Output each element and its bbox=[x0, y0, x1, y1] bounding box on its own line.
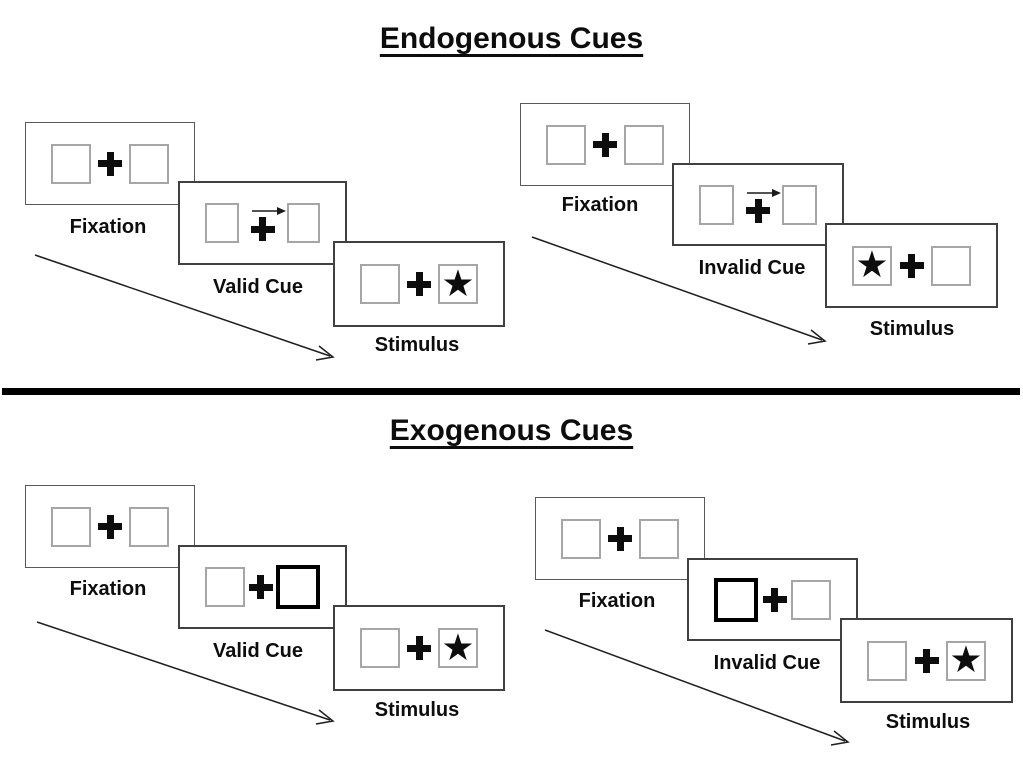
sequence-order-arrow bbox=[36, 621, 335, 725]
step-label-stimulus: Stimulus bbox=[374, 334, 460, 356]
step-label-fixation: Fixation bbox=[578, 590, 656, 612]
placeholder-square-left bbox=[51, 506, 91, 547]
endo-valid-stimulus-panel: ★ bbox=[333, 241, 505, 327]
placeholder-square-left bbox=[205, 203, 239, 243]
exo-valid-stimulus-panel: ★ bbox=[333, 605, 505, 691]
placeholder-square-right bbox=[639, 518, 679, 559]
sequence-order-arrow bbox=[544, 629, 850, 746]
sequence-order-arrow bbox=[531, 236, 827, 345]
endogenous-section-title: Endogenous Cues bbox=[379, 22, 644, 55]
fixation-cross-icon bbox=[248, 575, 273, 599]
fixation-cross-icon bbox=[98, 151, 122, 176]
central-cue-group bbox=[239, 205, 287, 241]
placeholder-square-left bbox=[205, 567, 245, 607]
placeholder-square-left bbox=[561, 518, 601, 559]
central-cue-group bbox=[734, 187, 782, 223]
exo-valid-cue-panel bbox=[178, 545, 347, 629]
step-label-invalid-cue: Invalid Cue bbox=[698, 257, 806, 279]
endo-valid-cue-panel bbox=[178, 181, 347, 265]
target-square-right: ★ bbox=[438, 628, 478, 668]
star-stimulus-icon: ★ bbox=[441, 625, 475, 669]
step-label-valid-cue: Valid Cue bbox=[212, 276, 304, 298]
fixation-cross-icon bbox=[762, 587, 787, 612]
fixation-cross-icon bbox=[98, 514, 122, 539]
star-stimulus-icon: ★ bbox=[949, 638, 983, 681]
cue-arrow-right-icon bbox=[747, 188, 781, 197]
fixation-cross-icon bbox=[407, 636, 431, 660]
placeholder-square-right bbox=[791, 579, 831, 620]
exo-invalid-fixation-panel bbox=[535, 497, 705, 580]
placeholder-square-left bbox=[51, 143, 91, 184]
exo-valid-fixation-panel bbox=[25, 485, 195, 568]
fixation-cross-icon bbox=[407, 272, 431, 296]
step-label-stimulus: Stimulus bbox=[885, 711, 971, 733]
endo-invalid-stimulus-panel: ★ bbox=[825, 223, 998, 308]
placeholder-square-left bbox=[360, 628, 400, 668]
target-square-right: ★ bbox=[438, 264, 478, 304]
fixation-cross-icon bbox=[608, 526, 632, 551]
placeholder-square-left bbox=[867, 640, 907, 681]
placeholder-square-left bbox=[546, 124, 586, 165]
step-label-fixation: Fixation bbox=[69, 578, 147, 600]
step-label-stimulus: Stimulus bbox=[374, 699, 460, 721]
cue-arrow-right-icon bbox=[251, 207, 286, 215]
fixation-cross-icon bbox=[914, 648, 939, 673]
exo-invalid-stimulus-panel: ★ bbox=[840, 618, 1013, 703]
placeholder-square-left bbox=[360, 264, 400, 304]
fixation-cross-icon bbox=[593, 132, 617, 157]
fixation-cross-icon bbox=[250, 217, 275, 241]
placeholder-square-left bbox=[699, 184, 734, 225]
step-label-stimulus: Stimulus bbox=[869, 318, 955, 340]
target-square-right: ★ bbox=[946, 638, 986, 681]
endo-valid-fixation-panel bbox=[25, 122, 195, 205]
placeholder-square-right bbox=[931, 245, 971, 286]
star-stimulus-icon: ★ bbox=[855, 243, 889, 286]
highlighted-cue-square-left bbox=[714, 577, 758, 622]
fixation-cross-icon bbox=[899, 253, 924, 278]
endo-invalid-cue-panel bbox=[672, 163, 844, 246]
sequence-order-arrow bbox=[34, 254, 335, 361]
exogenous-section-title: Exogenous Cues bbox=[389, 414, 634, 447]
step-label-invalid-cue: Invalid Cue bbox=[713, 652, 821, 674]
target-square-left: ★ bbox=[852, 243, 892, 286]
placeholder-square-right bbox=[129, 506, 169, 547]
placeholder-square-right bbox=[624, 124, 664, 165]
step-label-fixation: Fixation bbox=[69, 216, 147, 238]
step-label-fixation: Fixation bbox=[561, 194, 639, 216]
placeholder-square-right bbox=[782, 184, 817, 225]
highlighted-cue-square-right bbox=[276, 565, 320, 609]
endo-invalid-fixation-panel bbox=[520, 103, 690, 186]
step-label-valid-cue: Valid Cue bbox=[212, 640, 304, 662]
section-divider-line bbox=[2, 388, 1020, 395]
exo-invalid-cue-panel bbox=[687, 558, 858, 641]
star-stimulus-icon: ★ bbox=[441, 261, 475, 305]
placeholder-square-right bbox=[129, 143, 169, 184]
fixation-cross-icon bbox=[746, 198, 770, 223]
placeholder-square-right bbox=[286, 203, 320, 243]
